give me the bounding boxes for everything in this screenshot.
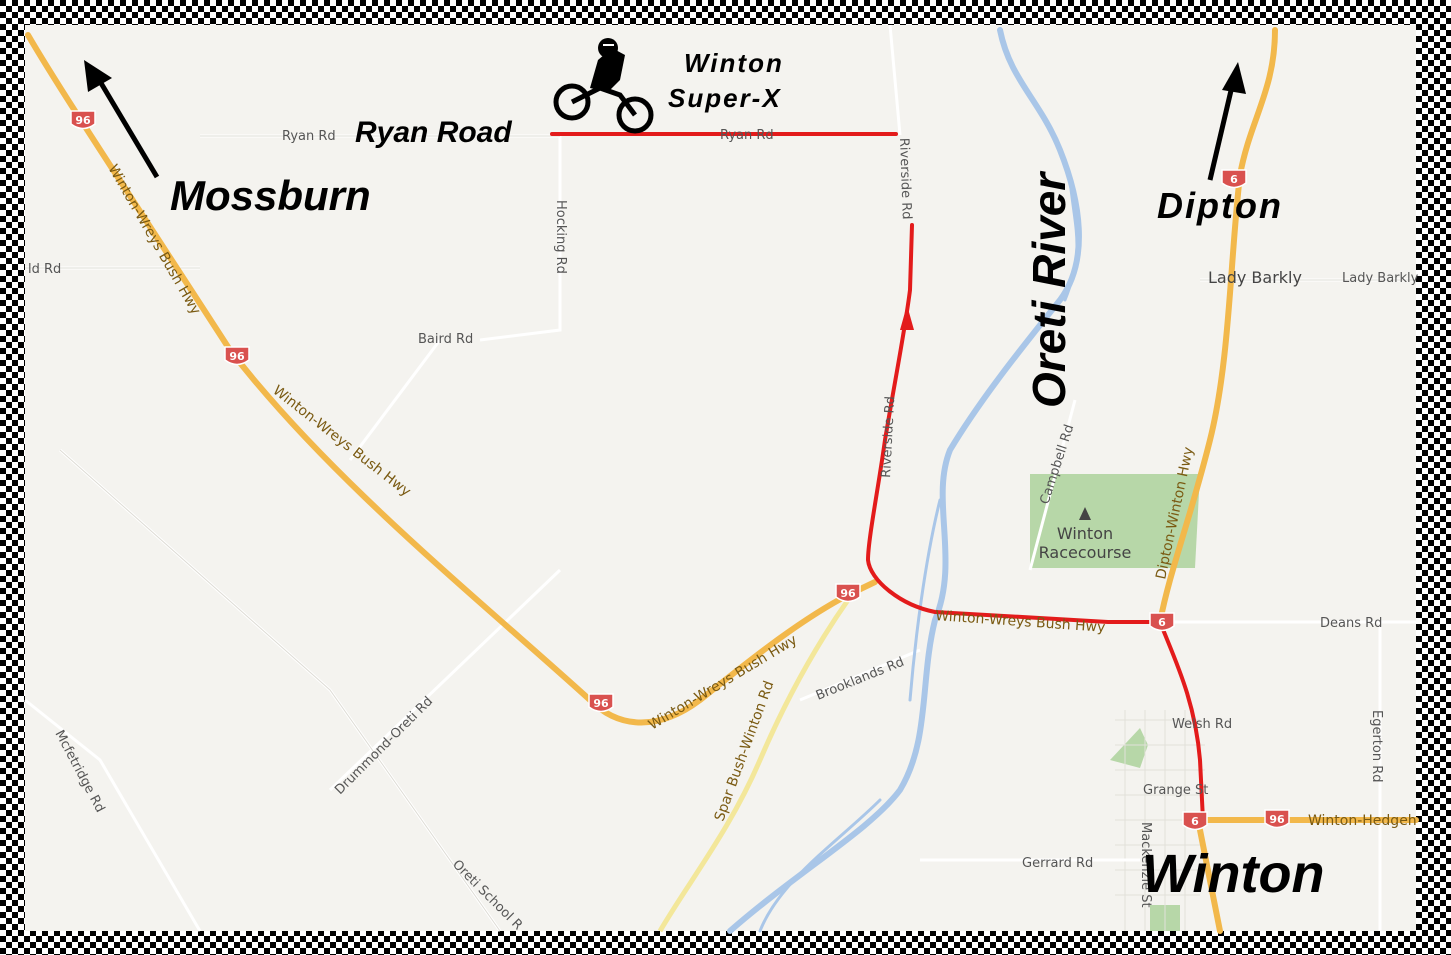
- road-label-old-rd: ld Rd: [28, 262, 61, 277]
- minor-roads-outline: [25, 135, 1416, 932]
- sh96-shield: 96: [1264, 809, 1290, 829]
- road-label-riverside-rd: Riverside Rd: [896, 138, 914, 220]
- sh96-shield: 96: [224, 346, 250, 366]
- road-label-lady-barkly: Lady Barkly: [1208, 268, 1302, 287]
- road-label-riverside-rd: Riverside Rd: [879, 396, 898, 478]
- sh96-shield: 96: [70, 110, 96, 130]
- motocross-logo: [553, 38, 654, 134]
- road-label-deans-rd: Deans Rd: [1320, 616, 1382, 631]
- svg-text:96: 96: [593, 697, 609, 710]
- dipton-label: Dipton: [1157, 185, 1283, 226]
- town-grid: [1115, 710, 1205, 931]
- winton-park: [1110, 728, 1148, 768]
- svg-text:96: 96: [1269, 813, 1285, 826]
- winton-super-x-label: Super-X: [668, 83, 782, 113]
- racecourse-label: Racecourse: [1039, 543, 1132, 562]
- road-label-gerrard-rd: Gerrard Rd: [1022, 856, 1093, 871]
- road-label-baird-rd: Baird Rd: [418, 332, 473, 347]
- road-label-grange-st: Grange St: [1143, 783, 1208, 798]
- sh6-shield: 6: [1182, 811, 1208, 831]
- road-label-egerton-rd: Egerton Rd: [1369, 710, 1384, 783]
- sh6-shield: 6: [1221, 169, 1247, 189]
- oreti-river: [727, 27, 1082, 934]
- winton-label: Winton: [1142, 844, 1324, 904]
- racecourse-park: [1030, 474, 1200, 568]
- svg-text:6: 6: [1158, 616, 1166, 629]
- racecourse-label: Winton: [1057, 524, 1113, 543]
- tree-icon: [1079, 507, 1091, 520]
- road-label-mackenzie-st: Mackenzie St: [1138, 822, 1153, 908]
- road-label-lady-barkly: Lady Barkly: [1342, 271, 1419, 286]
- svg-text:6: 6: [1191, 815, 1199, 828]
- svg-text:96: 96: [840, 587, 856, 600]
- sh96-shield: 96: [588, 693, 614, 713]
- event-route: [550, 132, 1205, 822]
- svg-text:6: 6: [1230, 173, 1238, 186]
- mossburn-label: Mossburn: [170, 172, 371, 219]
- oreti-river-label: Oreti River: [1023, 171, 1075, 408]
- road-label-hocking-rd: Hocking Rd: [553, 200, 568, 274]
- route-direction-arrow: [900, 305, 914, 330]
- winton-super-x-label: Winton: [684, 48, 784, 78]
- highways: [25, 27, 1419, 934]
- svg-text:96: 96: [75, 114, 91, 127]
- road-label-welsh-rd: Welsh Rd: [1172, 717, 1232, 732]
- road-label-ryan-rd: Ryan Rd: [720, 128, 774, 143]
- road-label-winton-hedgehope: Winton-Hedgeh: [1308, 813, 1417, 829]
- mossburn-arrow: [84, 60, 160, 179]
- sh96-shield: 96: [835, 583, 861, 603]
- sh6-shield: 6: [1149, 612, 1175, 632]
- ryan-road-label: Ryan Road: [355, 116, 512, 149]
- spar-bush-road: [657, 598, 851, 933]
- road-label-ryan-rd: Ryan Rd: [282, 129, 336, 144]
- dipton-arrow: [1207, 62, 1246, 181]
- svg-text:96: 96: [229, 350, 245, 363]
